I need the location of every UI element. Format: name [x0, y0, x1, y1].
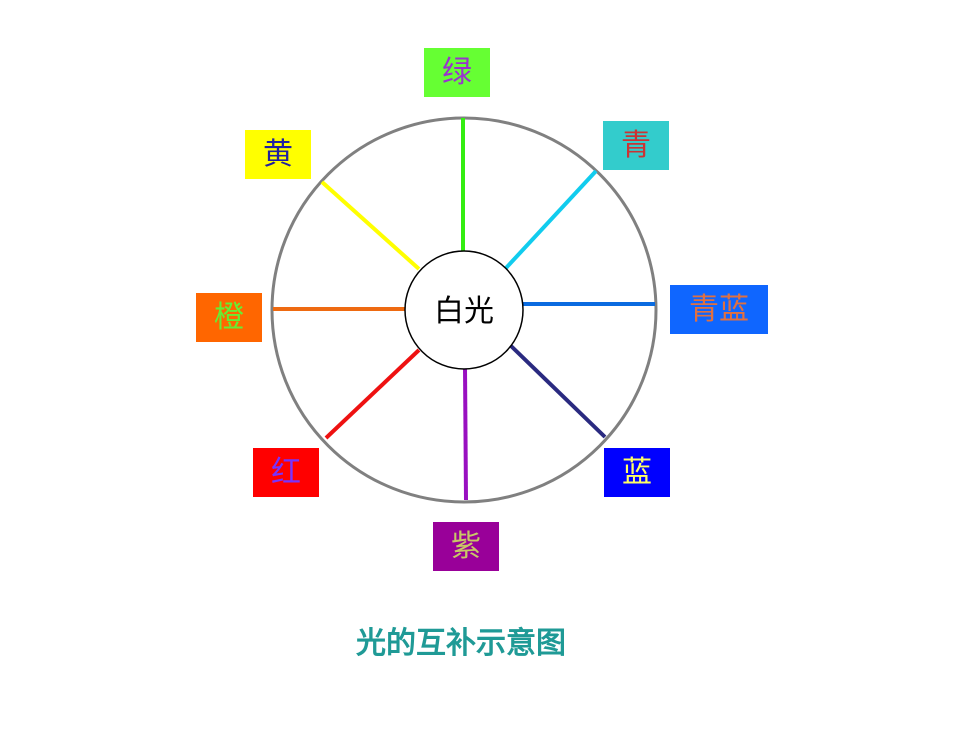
label-cyan: 青	[603, 121, 669, 170]
label-cyan-blue: 青蓝	[670, 285, 768, 334]
label-green: 绿	[424, 48, 490, 97]
label-red: 红	[253, 448, 319, 497]
label-purple: 紫	[433, 522, 499, 571]
center-label: 白光	[434, 294, 494, 329]
label-cyan-blue-text: 青蓝	[689, 291, 749, 327]
spoke-cyan	[504, 169, 598, 270]
spoke-purple	[463, 366, 468, 501]
label-yellow: 黄	[245, 130, 311, 179]
spoke-blue	[508, 343, 607, 439]
label-yellow-text: 黄	[263, 136, 293, 172]
diagram-caption: 光的互补示意图	[356, 626, 566, 661]
label-red-text: 红	[271, 454, 301, 490]
label-purple-text: 紫	[451, 528, 481, 564]
label-orange-text: 橙	[214, 299, 244, 335]
center-white-light-circle	[404, 250, 524, 370]
label-cyan-text: 青	[621, 127, 651, 163]
spoke-red	[324, 348, 421, 440]
spoke-yellow	[320, 180, 421, 271]
label-blue: 蓝	[604, 448, 670, 497]
label-green-text: 绿	[442, 54, 472, 90]
label-orange: 橙	[196, 293, 262, 342]
label-blue-text: 蓝	[622, 454, 652, 490]
